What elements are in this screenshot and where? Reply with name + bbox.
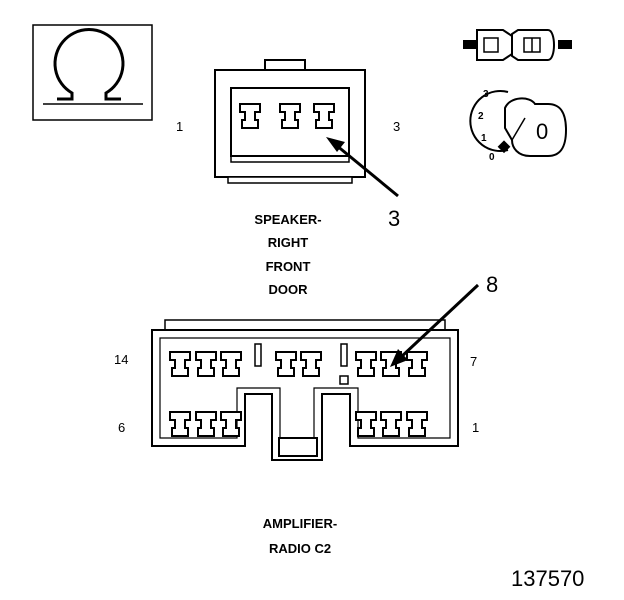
key-position-0: 0 xyxy=(489,152,495,163)
amplifier-callout-arrow xyxy=(390,283,480,367)
omega-symbol-icon xyxy=(32,24,153,121)
key-position-2: 2 xyxy=(478,111,484,122)
speaker-caption-line-1: SPEAKER- xyxy=(254,212,321,227)
speaker-caption-line-3: FRONT xyxy=(266,259,311,274)
amplifier-caption-line-1: AMPLIFIER- xyxy=(263,516,337,531)
speaker-pin-3-label: 3 xyxy=(393,119,400,134)
amplifier-pin-7-label: 7 xyxy=(470,354,477,369)
amplifier-connector xyxy=(151,319,459,461)
amplifier-pin-1-label: 1 xyxy=(472,420,479,435)
speaker-connector xyxy=(214,59,366,184)
key-label: 0 xyxy=(536,119,548,144)
key-switch-icon: 3 2 1 0 0 xyxy=(469,89,568,163)
amplifier-pin-14-label: 14 xyxy=(114,352,128,367)
speaker-callout-number: 3 xyxy=(388,206,400,231)
speaker-pin-1-label: 1 xyxy=(176,119,183,134)
connector-legend-icon xyxy=(463,29,572,61)
key-position-3: 3 xyxy=(483,89,489,100)
speaker-caption-line-2: RIGHT xyxy=(268,235,309,250)
amplifier-callout-number: 8 xyxy=(486,272,498,297)
key-position-1: 1 xyxy=(481,133,487,144)
speaker-callout-arrow xyxy=(326,137,399,198)
amplifier-pin-6-label: 6 xyxy=(118,420,125,435)
amplifier-caption-line-2: RADIO C2 xyxy=(269,541,331,556)
figure-number: 137570 xyxy=(511,566,584,591)
speaker-caption-line-4: DOOR xyxy=(269,282,309,297)
